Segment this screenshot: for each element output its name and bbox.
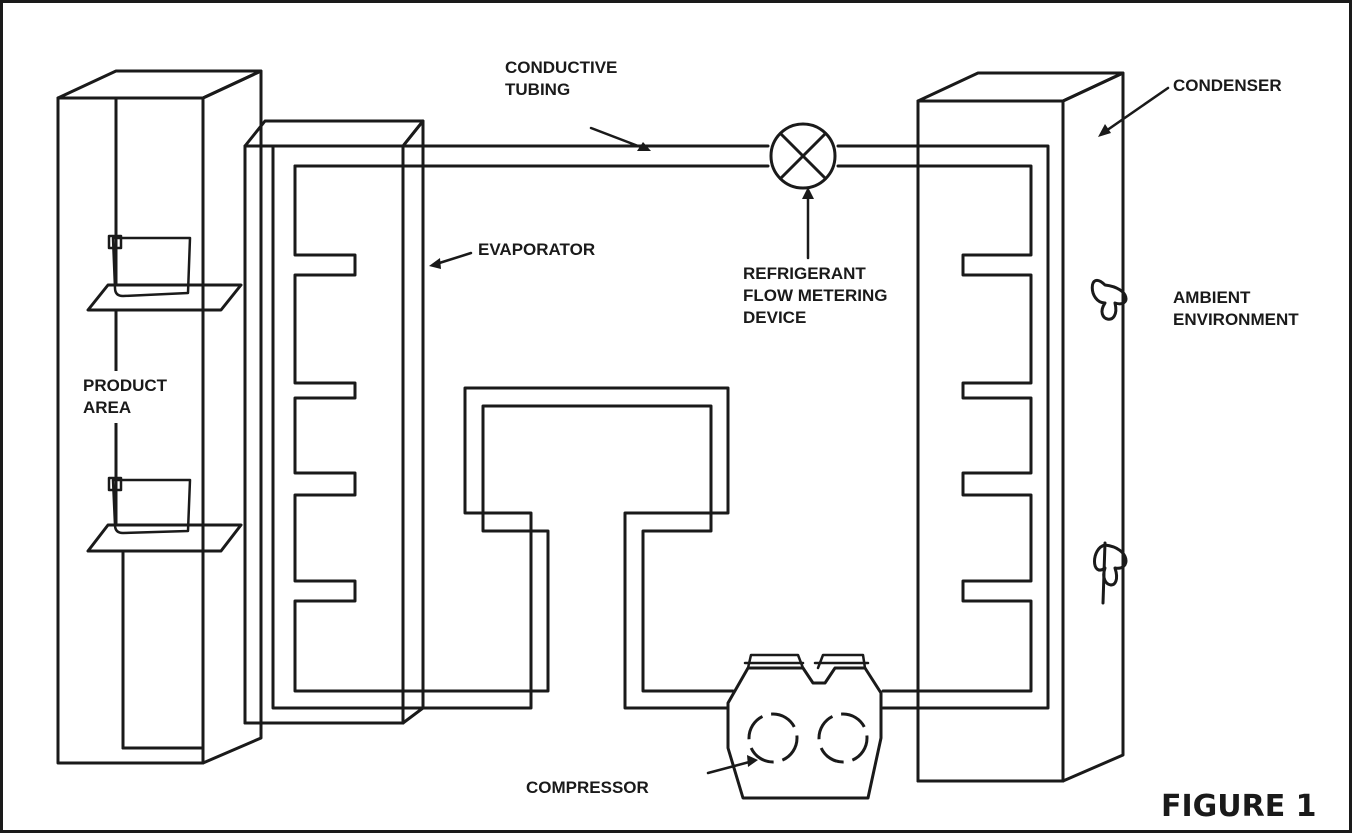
condenser-panel: [916, 71, 1125, 783]
refrigeration-cycle-diagram: CONDUCTIVE TUBING CONDENSER EVAPORATOR R…: [56, 58, 1317, 824]
condenser-coil: [836, 144, 1050, 710]
leader-conductive-tubing: [589, 126, 651, 151]
metering-device-icon: [769, 122, 837, 190]
label-conductive-tubing-line2: TUBING: [505, 80, 570, 99]
label-ambient-line1: AMBIENT: [1173, 288, 1251, 307]
label-condenser: CONDENSER: [1173, 76, 1282, 95]
leader-condenser: [1098, 86, 1170, 137]
label-compressor: COMPRESSOR: [526, 778, 649, 797]
leader-evaporator: [429, 251, 473, 269]
product-area-cabinet: [56, 69, 263, 765]
evaporator-coil: [271, 144, 770, 710]
label-conductive-tubing-line1: CONDUCTIVE: [505, 58, 617, 77]
label-metering-line3: DEVICE: [743, 308, 806, 327]
label-product-area-line2: AREA: [83, 398, 131, 417]
fan-icon-upper: [1090, 278, 1128, 321]
compressor: [726, 653, 883, 800]
label-evaporator: EVAPORATOR: [478, 240, 595, 259]
label-metering-line2: FLOW METERING: [743, 286, 887, 305]
label-ambient-line2: ENVIRONMENT: [1173, 310, 1299, 329]
fan-icon-lower: [1093, 541, 1128, 605]
label-product-area-line1: PRODUCT: [83, 376, 168, 395]
leader-compressor: [706, 755, 758, 775]
figure-caption: FIGURE 1: [1161, 789, 1317, 824]
label-metering-line1: REFRIGERANT: [743, 264, 866, 283]
product-area-label-backdrop: [81, 371, 199, 423]
leader-metering-device: [802, 187, 814, 260]
compressor-loop-tubing: [401, 386, 735, 710]
